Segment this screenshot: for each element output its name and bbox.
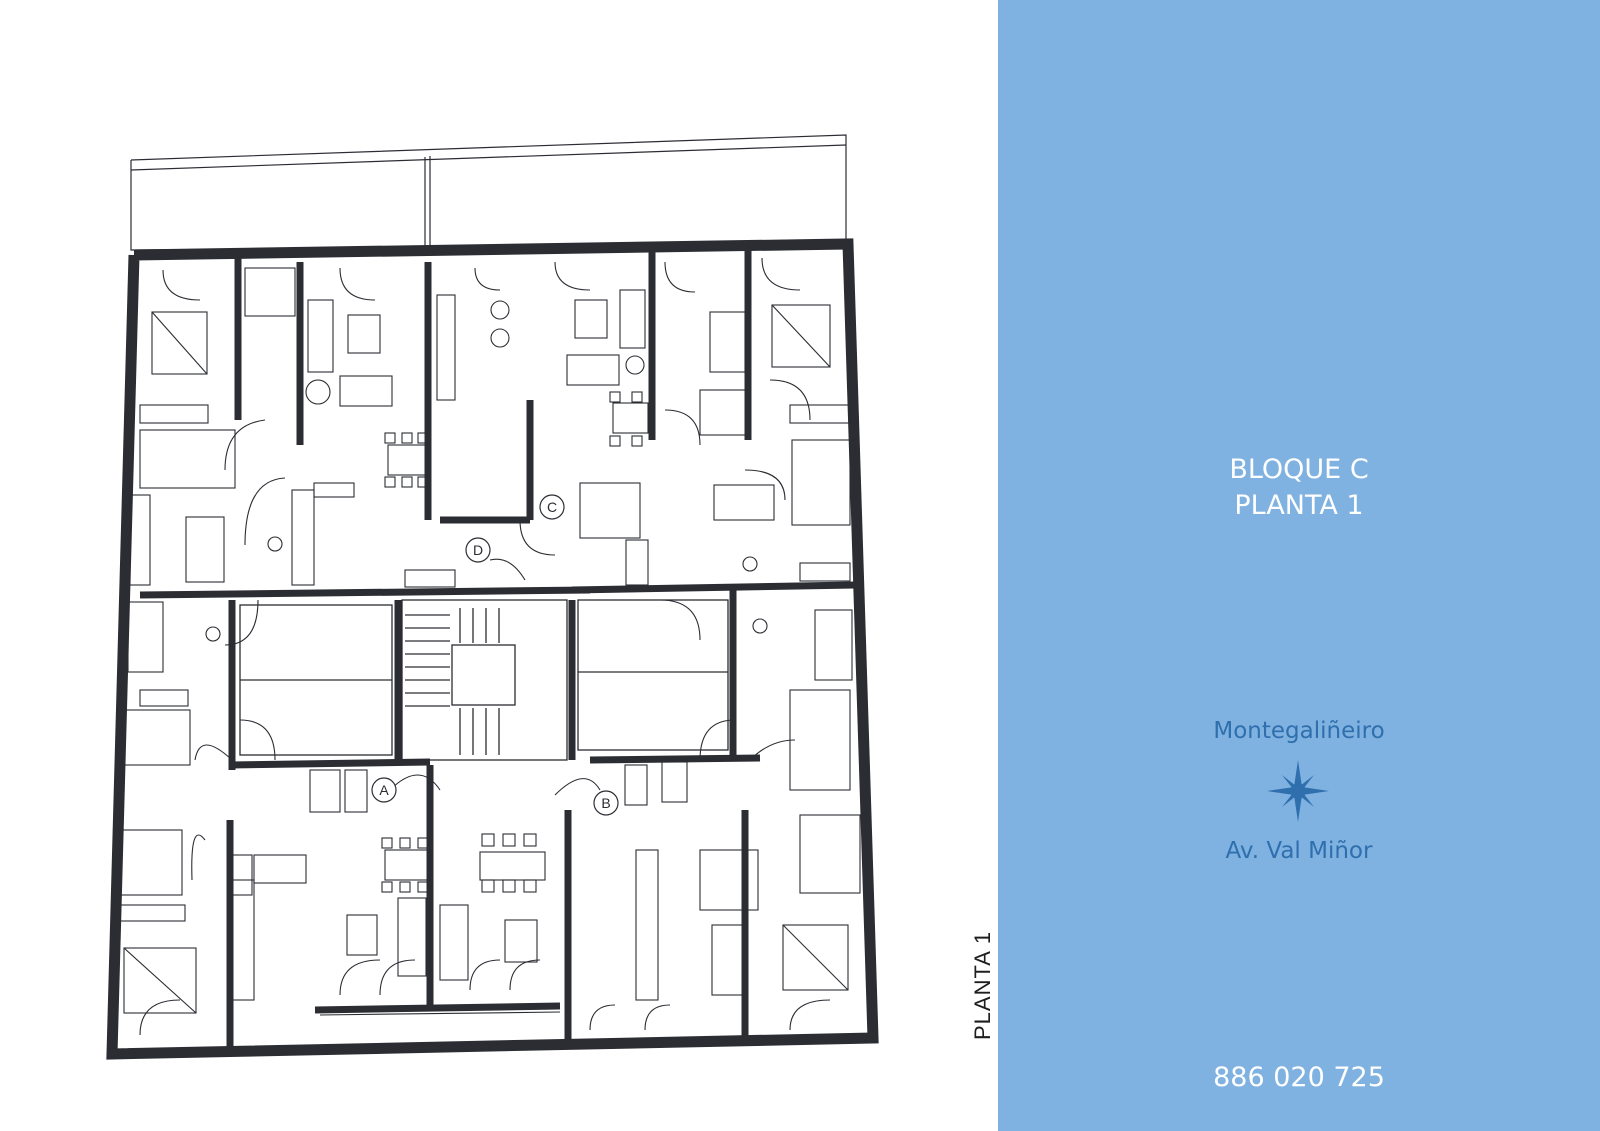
exterior-walls	[106, 238, 879, 1060]
unit-c-label: C	[547, 499, 557, 515]
phone-number[interactable]: 886 020 725	[1213, 1062, 1385, 1093]
unit-a-label: A	[379, 782, 389, 798]
furniture	[119, 257, 861, 1046]
stair-core	[239, 599, 729, 761]
side-floor-label: PLANTA 1	[970, 930, 995, 1040]
unit-d-label: D	[473, 542, 483, 558]
floor-plan-drawing: A B C D	[106, 134, 879, 1060]
floor-title: PLANTA 1	[1234, 490, 1364, 521]
street-name: Av. Val Miñor	[1225, 838, 1373, 864]
interior-walls	[139, 250, 856, 1050]
unit-c-marker	[539, 494, 565, 520]
unit-a-marker	[371, 777, 397, 803]
shaft-right	[577, 599, 729, 751]
info-panel: BLOQUE C PLANTA 1 Montegaliñeiro Av. Val…	[998, 0, 1600, 1131]
development-name: Montegaliñeiro	[1213, 718, 1385, 744]
unit-b-label: B	[601, 795, 610, 811]
top-terrace	[130, 134, 847, 251]
compass-rose-icon	[1267, 760, 1329, 822]
floor-plan-area: A B C D PLANTA 1	[106, 134, 995, 1060]
block-title: BLOQUE C	[1229, 454, 1369, 485]
unit-d-marker	[465, 537, 491, 563]
unit-b-marker	[593, 790, 619, 816]
stair-steps	[405, 608, 500, 755]
